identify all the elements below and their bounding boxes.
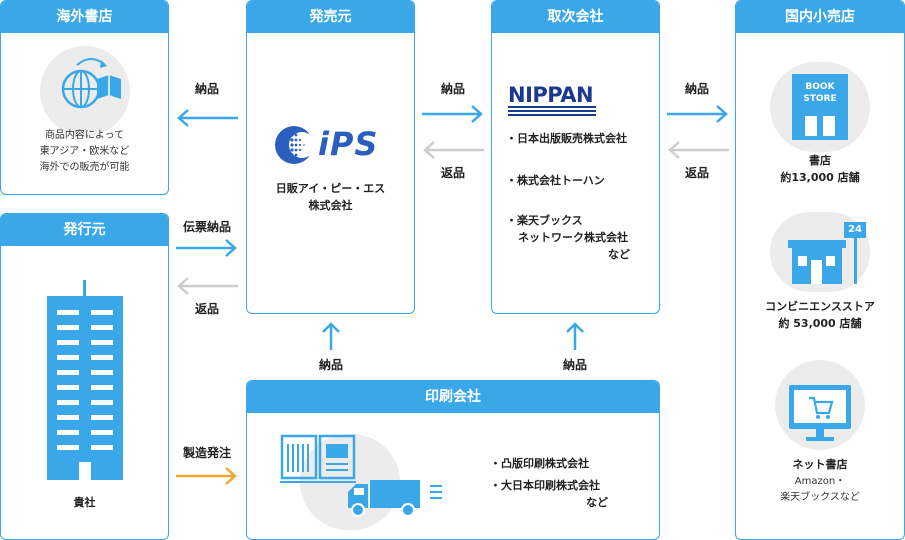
label-printer-to-seller: 納品: [318, 358, 343, 372]
arrow-seller-to-overseas: [177, 109, 238, 127]
seller-name-1: 日販アイ・ピー・エス: [275, 182, 386, 195]
distributor-item-1: ・日本出版販売株式会社: [506, 132, 627, 145]
nippan-logo-text: NIPPAN: [508, 83, 594, 107]
open-book-icon: [280, 434, 356, 483]
bookstore-name: 書店: [809, 154, 831, 167]
bookstore-sign-2: STORE: [803, 94, 837, 104]
arrow-printer-to-seller: [322, 322, 340, 350]
distributor-item-3: ・楽天ブックス: [506, 214, 583, 227]
arrow-seller-to-distributor: [422, 105, 483, 123]
office-building-icon: [47, 280, 123, 480]
bookstore-count: 約13,000 店舗: [780, 171, 860, 184]
label-distributor-to-retail: 納品: [684, 82, 709, 96]
globe-book-icon: [61, 58, 121, 109]
arrow-seller-to-publisher: [177, 277, 238, 295]
online-name: ネット書店: [792, 458, 848, 471]
overseas-desc-2: 東アジア・欧米など: [39, 146, 130, 157]
bookstore-icon: [792, 74, 848, 140]
convenience-store-icon: [788, 222, 866, 284]
monitor-cart-icon: [789, 385, 851, 441]
convenience-name: コンビニエンスストア: [765, 300, 875, 313]
ips-logo-icon: [275, 126, 315, 164]
distributor-item-5: など: [608, 248, 630, 261]
retail-title: 国内小売店: [736, 1, 904, 33]
printer-item-1: ・凸版印刷株式会社: [490, 457, 589, 470]
arrow-printer-to-distributor: [566, 322, 584, 350]
delivery-truck-icon: [348, 480, 442, 517]
seller-title: 発売元: [247, 1, 414, 33]
overseas-bookstore-box: 海外書店: [0, 0, 169, 195]
arrow-publisher-to-seller: [176, 239, 237, 257]
label-publisher-to-seller: 伝票納品: [182, 220, 231, 234]
convenience-badge: 24: [848, 224, 862, 235]
arrow-retail-to-distributor: [668, 141, 729, 159]
arrow-distributor-to-seller: [423, 141, 484, 159]
label-publisher-to-printer: 製造発注: [182, 446, 231, 460]
distributor-title: 取次会社: [492, 1, 659, 33]
distributor-box: 取次会社: [491, 0, 660, 314]
overseas-bookstore-title: 海外書店: [1, 1, 168, 33]
online-desc-1: Amazon・: [794, 476, 846, 487]
label-seller-to-overseas: 納品: [194, 82, 219, 96]
ips-logo-text: iPS: [318, 125, 379, 163]
publisher-box: 発行元: [0, 213, 169, 540]
label-seller-to-publisher: 返品: [194, 302, 219, 316]
printer-item-2: ・大日本印刷株式会社: [490, 479, 600, 492]
publisher-name: 貴社: [73, 496, 96, 509]
overseas-desc-3: 海外での販売が可能: [39, 162, 130, 173]
overseas-desc-1: 商品内容によって: [44, 130, 125, 141]
arrow-distributor-to-retail: [667, 105, 728, 123]
seller-name-2: 株式会社: [308, 199, 353, 212]
seller-box: 発売元: [246, 0, 415, 314]
label-distributor-to-seller: 返品: [440, 166, 465, 180]
label-seller-to-distributor: 納品: [440, 82, 465, 96]
printer-item-3: など: [586, 496, 608, 509]
convenience-count: 約 53,000 店舗: [778, 317, 862, 330]
bookstore-sign-1: BOOK: [805, 82, 835, 92]
nippan-logo-stripes: [508, 106, 596, 116]
label-printer-to-distributor: 納品: [562, 358, 587, 372]
distributor-item-4: ネットワーク株式会社: [518, 231, 628, 244]
label-retail-to-distributor: 返品: [684, 166, 709, 180]
publisher-title: 発行元: [1, 214, 168, 246]
arrow-publisher-to-printer: [176, 467, 237, 485]
printer-title: 印刷会社: [247, 381, 659, 413]
distributor-item-2: ・株式会社トーハン: [506, 174, 605, 187]
online-desc-2: 楽天ブックスなど: [780, 492, 860, 503]
